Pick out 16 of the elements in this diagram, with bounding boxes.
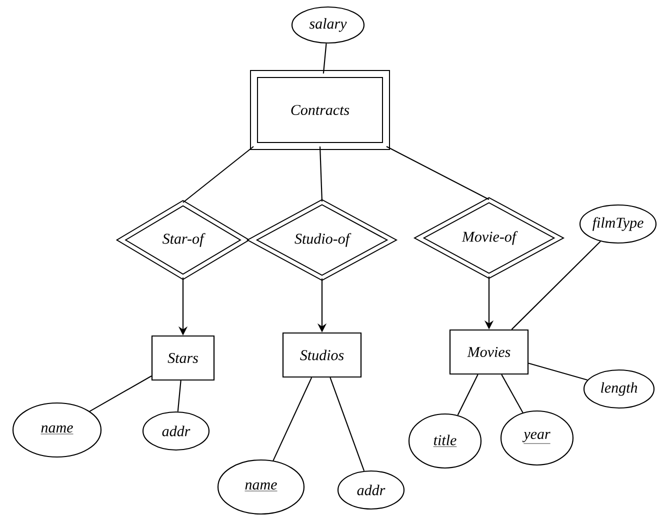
entity-box: Movies (449, 329, 529, 375)
connector-line (330, 377, 365, 472)
connector-line (501, 374, 524, 413)
connector-line (319, 146, 323, 202)
connector-line (511, 241, 601, 330)
connector-line (322, 43, 327, 74)
connector-line (272, 377, 312, 461)
entity-box: Studios (282, 332, 362, 378)
connector-line (386, 146, 490, 200)
connector-line (89, 376, 152, 412)
connector-line (177, 380, 182, 412)
entity-box: Contracts (250, 70, 390, 150)
connector-line (457, 374, 478, 416)
entity-box: Stars (151, 335, 215, 381)
connector-line (528, 362, 588, 381)
connector-line (182, 146, 254, 203)
